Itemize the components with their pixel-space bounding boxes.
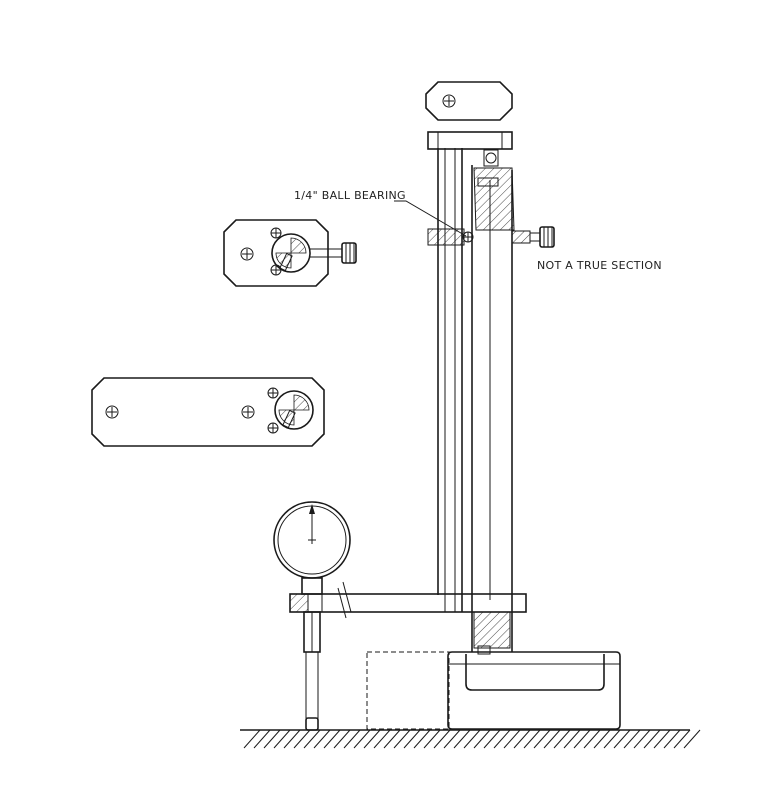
ball-bearing-leader <box>394 200 467 237</box>
ground-hatch-line <box>673 729 691 749</box>
ground-hatch-line <box>383 729 401 749</box>
ground-hatch-line <box>613 729 631 749</box>
ground-hatch-line <box>463 729 481 749</box>
ground-hatch-line <box>493 729 511 749</box>
ground-hatch-line <box>593 729 611 749</box>
ground-hatch-line <box>253 729 271 749</box>
ground-hatch-line <box>363 729 381 749</box>
ground-hatch-line <box>623 729 641 749</box>
ground-hatch-line <box>603 729 621 749</box>
base-block <box>366 651 621 730</box>
small-bracket-view <box>223 219 357 287</box>
clamp-arm <box>427 226 555 248</box>
ground-hatch-line <box>263 729 281 749</box>
ground-hatch-line <box>653 729 671 749</box>
ground-hatch-line <box>633 729 651 749</box>
top-plate <box>425 81 513 121</box>
ground-hatch-line <box>513 729 531 749</box>
dial-indicator <box>273 501 351 731</box>
indicator-arm <box>289 581 527 619</box>
ground-hatch-line <box>343 729 361 749</box>
section-note-label: NOT A TRUE SECTION <box>537 259 662 272</box>
ground-hatch-line <box>393 729 411 749</box>
ground-hatch-line <box>423 729 441 749</box>
ground-hatch-line <box>443 729 461 749</box>
ground-hatch-line <box>543 729 561 749</box>
ground-hatch-line <box>413 729 431 749</box>
ball-bearing-label: 1/4" BALL BEARING <box>294 189 406 202</box>
ground-hatch-line <box>433 729 451 749</box>
ground-hatch-line <box>553 729 571 749</box>
ground-hatch-line <box>583 729 601 749</box>
ground-hatch-line <box>273 729 291 749</box>
ground-hatch-line <box>663 729 681 749</box>
ground-hatch-line <box>333 729 351 749</box>
ground-hatch-line <box>503 729 521 749</box>
ground-hatch-line <box>473 729 491 749</box>
ground-hatch-line <box>353 729 371 749</box>
ground-hatch-line <box>313 729 331 749</box>
ground-hatch-line <box>643 729 661 749</box>
long-bracket-view <box>91 377 325 447</box>
ground-hatch-line <box>563 729 581 749</box>
ground-surface <box>240 729 701 749</box>
ground-hatch-line <box>453 729 471 749</box>
ground-hatch-line <box>523 729 541 749</box>
ground-hatch-line <box>373 729 391 749</box>
ground-hatch-line <box>683 729 701 749</box>
ground-hatch-line <box>243 729 261 749</box>
ground-hatch-line <box>573 729 591 749</box>
ground-hatch-line <box>323 729 341 749</box>
ground-hatch-line <box>303 729 321 749</box>
ground-hatch-line <box>293 729 311 749</box>
upright-column <box>437 148 513 655</box>
ground-hatch-line <box>533 729 551 749</box>
ground-hatch-line <box>483 729 501 749</box>
ground-hatch-line <box>403 729 421 749</box>
ground-hatch-line <box>283 729 301 749</box>
top-cap <box>427 131 515 231</box>
